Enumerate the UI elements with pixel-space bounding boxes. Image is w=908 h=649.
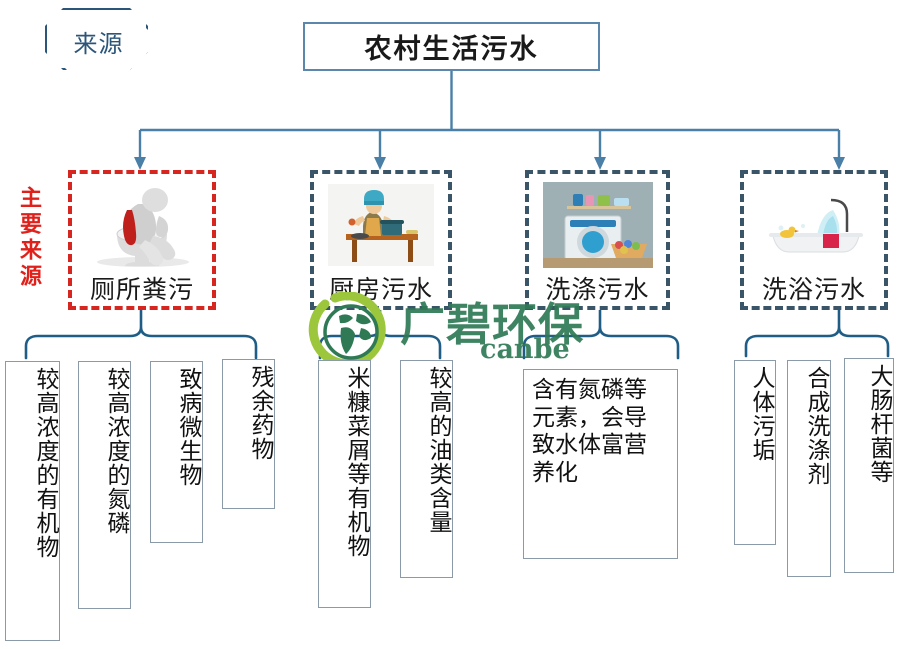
category-box-laundry[interactable]: 洗涤污水 [525, 170, 670, 310]
washing-machine-icon [539, 182, 657, 268]
list-item: 含有氮磷等元素，会导致水体富营养化 [523, 369, 678, 559]
category-label-toilet: 厕所粪污 [89, 275, 194, 304]
category-box-kitchen[interactable]: 厨房污水 [310, 170, 452, 310]
watermark-brand: 广碧环保 [400, 298, 585, 351]
page-title: 农村生活污水 [303, 22, 600, 71]
category-box-bathing[interactable]: 洗浴污水 [740, 170, 888, 310]
bathtub-icon [755, 182, 873, 268]
list-item: 致病微生物 [150, 361, 203, 543]
list-item: 人体污垢 [734, 360, 776, 545]
category-label-bathing: 洗浴污水 [761, 275, 866, 304]
category-label-laundry: 洗涤污水 [545, 275, 650, 304]
list-item: 较高浓度的有机物 [5, 361, 60, 641]
category-box-toilet[interactable]: 厕所粪污 [68, 170, 216, 310]
list-item: 较高浓度的氮磷 [78, 361, 131, 609]
main-source-label: 主要来源 [16, 186, 41, 290]
watermark-pinyin: canbe [480, 334, 570, 365]
cooking-icon [322, 182, 440, 268]
list-item: 残余药物 [222, 359, 275, 509]
list-item: 合成洗涤剂 [787, 360, 831, 577]
source-tag-label: 来源 [73, 29, 124, 58]
list-item: 较高的油类含量 [400, 360, 453, 578]
globe-leaf-icon [308, 292, 386, 369]
watermark: 广碧环保 canbe [305, 290, 615, 369]
toilet-icon [83, 182, 201, 268]
source-tag: 来源 [45, 8, 148, 70]
page-title-label: 农村生活污水 [364, 34, 539, 65]
list-item: 大肠杆菌等 [844, 358, 894, 573]
list-item: 米糠菜屑等有机物 [318, 360, 371, 608]
